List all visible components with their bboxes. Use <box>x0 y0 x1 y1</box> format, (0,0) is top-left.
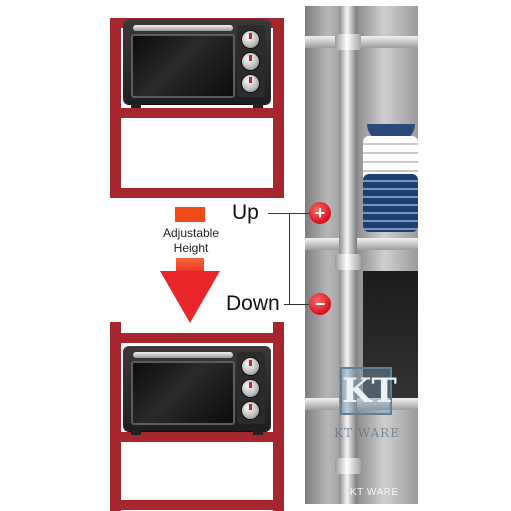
toaster-oven-top <box>123 19 271 108</box>
steel-rack-photo <box>305 6 418 504</box>
toaster-oven-bottom <box>123 346 271 435</box>
brand-text: KT WARE <box>350 487 399 498</box>
minus-circle-icon: − <box>309 293 331 315</box>
down-label: Down <box>226 292 280 315</box>
adjustable-height-label: Adjustable Height <box>150 226 232 256</box>
adjust-marker <box>175 207 205 222</box>
connector-line <box>289 213 290 305</box>
plus-circle-icon: + <box>309 202 331 224</box>
kt-logo: KT <box>340 367 397 415</box>
logo-watermark-text: KT WARE <box>334 426 400 440</box>
down-leader-line <box>284 304 310 305</box>
up-label: Up <box>232 201 259 224</box>
adjustable-text: Adjustable <box>162 226 220 240</box>
height-text: Height <box>173 241 209 255</box>
